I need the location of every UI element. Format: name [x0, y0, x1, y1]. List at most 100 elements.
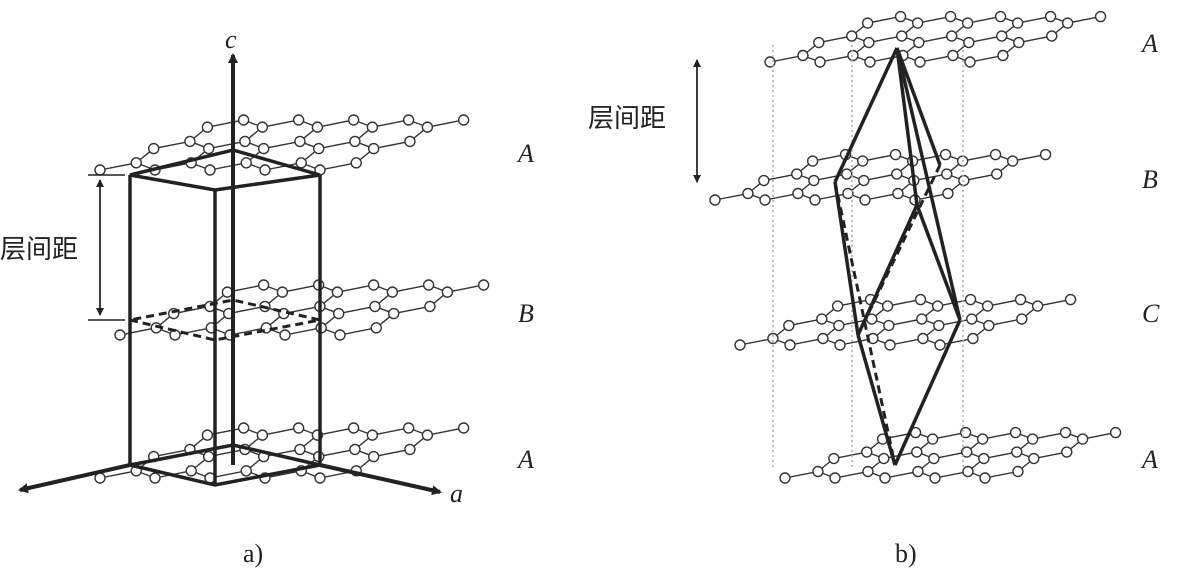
carbon-atom	[477, 279, 490, 291]
carbon-atom	[256, 429, 269, 441]
carbon-atom	[1061, 446, 1073, 458]
carbon-atom	[404, 443, 416, 456]
layer-a-top	[94, 114, 470, 176]
carbon-atom	[734, 339, 746, 351]
carbon-atom	[1031, 300, 1044, 312]
carbon-atom	[257, 142, 270, 155]
carbon-atom	[912, 465, 924, 478]
carbon-atom	[256, 121, 269, 133]
carbon-atom	[421, 121, 434, 133]
carbon-atom	[894, 10, 907, 23]
carbon-atom	[946, 30, 958, 42]
carbon-bond	[317, 427, 354, 436]
carbon-atom	[709, 194, 721, 206]
carbon-atom	[742, 187, 754, 200]
carbon-bond	[264, 470, 302, 479]
carbon-bond	[262, 427, 299, 436]
carbon-atom	[814, 56, 826, 68]
carbon-atom	[349, 443, 361, 456]
carbon-atom	[147, 142, 160, 155]
carbon-atom	[947, 49, 959, 62]
carbon-atom	[862, 465, 874, 478]
carbon-atom	[931, 300, 944, 312]
carbon-bond	[372, 427, 409, 436]
carbon-atom	[983, 319, 995, 332]
carbon-atom	[942, 187, 954, 200]
carbon-atom	[884, 339, 896, 351]
a-axis-label: a	[450, 479, 463, 508]
carbon-atom	[1064, 293, 1077, 306]
carbon-atom	[257, 279, 270, 291]
a-axis-arrow-right	[319, 463, 442, 496]
carbon-atom	[806, 155, 819, 167]
carbon-bond	[153, 448, 191, 458]
carbon-bond	[337, 284, 374, 293]
panel-a-unit-cell	[128, 148, 322, 487]
carbon-atom	[859, 194, 871, 206]
carbon-atom	[964, 293, 977, 306]
carbon-atom	[349, 135, 361, 148]
carbon-atom	[367, 279, 380, 291]
carbon-atom	[367, 450, 380, 463]
carbon-atom	[961, 446, 973, 458]
carbon-atom	[1026, 433, 1039, 445]
carbon-atom	[963, 36, 975, 49]
carbon-atom	[764, 56, 776, 68]
carbon-atom	[331, 286, 344, 298]
carbon-atom	[237, 422, 250, 434]
carbon-atom	[386, 286, 399, 298]
carbon-atom	[856, 155, 869, 167]
carbon-atom	[457, 422, 470, 434]
carbon-atom	[1076, 433, 1089, 445]
carbon-atom	[817, 332, 829, 345]
carbon-atom	[941, 168, 953, 180]
carbon-atom	[833, 319, 845, 332]
carbon-atom	[858, 174, 870, 187]
carbon-atom	[808, 174, 820, 187]
carbon-atom	[928, 452, 940, 465]
carbon-bond	[393, 305, 431, 315]
layer-label-a-bottom: A	[516, 445, 534, 474]
carbon-bond	[392, 284, 429, 293]
carbon-atom	[201, 121, 214, 133]
layer-label-b-1: A	[1140, 29, 1158, 58]
carbon-atom	[767, 332, 779, 345]
carbon-atom	[334, 329, 346, 341]
carbon-bond	[447, 284, 484, 293]
panel-b-dotted-guides	[772, 45, 964, 470]
carbon-bond	[153, 140, 191, 150]
carbon-atom	[981, 300, 994, 312]
carbon-atom	[911, 446, 923, 458]
carbon-atom	[813, 36, 825, 49]
carbon-atom	[1012, 465, 1024, 478]
carbon-atom	[1059, 426, 1072, 439]
carbon-atom	[292, 114, 305, 126]
carbon-atom	[1011, 446, 1023, 458]
carbon-atom	[347, 422, 360, 434]
carbon-atom	[240, 157, 252, 169]
carbon-atom	[809, 194, 821, 206]
carbon-atom	[896, 30, 908, 42]
carbon-atom	[366, 429, 379, 441]
carbon-atom	[185, 465, 197, 477]
carbon-bond	[229, 327, 267, 336]
carbon-atom	[294, 443, 306, 456]
carbon-atom	[994, 10, 1007, 23]
carbon-bond	[427, 427, 464, 436]
carbon-atom	[758, 174, 770, 187]
carbon-atom	[1016, 313, 1028, 325]
carbon-atom	[889, 148, 902, 161]
caption-a: a)	[243, 539, 263, 568]
carbon-atom	[441, 286, 454, 298]
carbon-atom	[332, 307, 345, 320]
carbon-atom	[926, 433, 939, 445]
carbon-atom	[202, 142, 215, 155]
carbon-atom	[914, 293, 927, 306]
carbon-atom	[1039, 148, 1052, 161]
carbon-bond	[263, 140, 301, 150]
carbon-atom	[959, 426, 972, 439]
carbon-atom	[881, 300, 894, 312]
carbon-atom	[402, 114, 415, 126]
carbon-bond	[99, 162, 137, 171]
carbon-atom	[422, 279, 435, 291]
